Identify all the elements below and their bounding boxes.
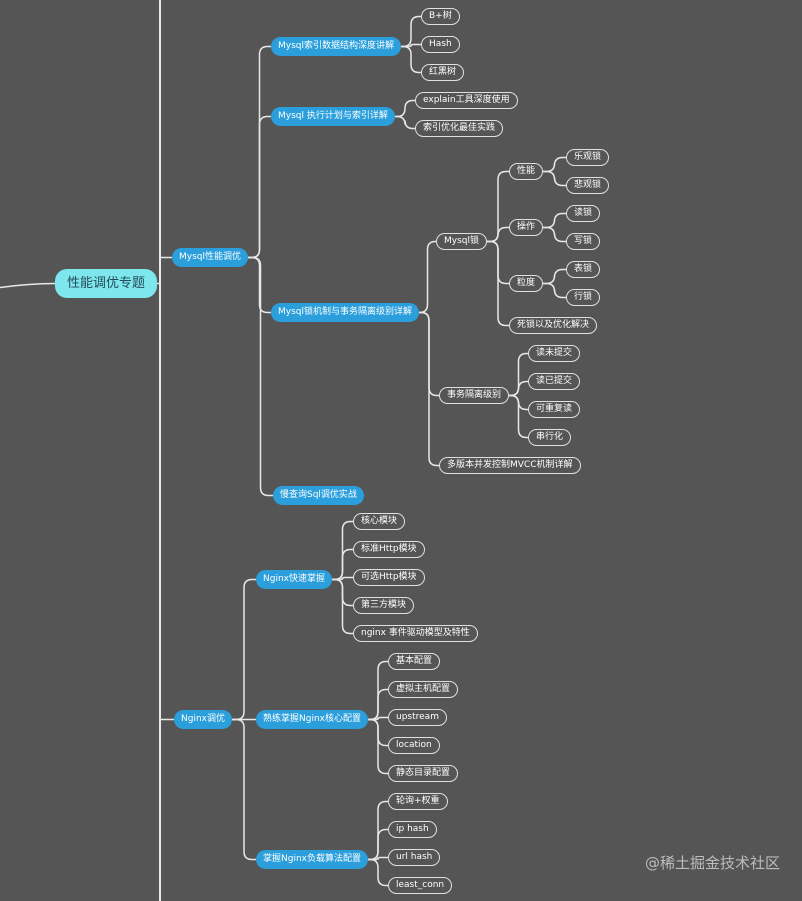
leaf-pessimistic-lock[interactable]: 悲观锁 <box>566 177 610 194</box>
leaf-optimistic-lock[interactable]: 乐观锁 <box>566 149 610 166</box>
leaf-explain-tool[interactable]: explain工具深度使用 <box>415 92 518 109</box>
mysql-tuning-node[interactable]: Mysql性能调优 <box>172 248 248 267</box>
connector-l-lb3 <box>368 858 388 887</box>
connector-l-c4 <box>368 718 388 775</box>
isolation-level-node[interactable]: 事务隔离级别 <box>439 387 510 404</box>
leaf-upstream[interactable]: upstream <box>388 709 447 726</box>
root-node[interactable]: 性能调优专题 <box>55 269 158 298</box>
mysql-explain-node[interactable]: Mysql 执行计划与索引详解 <box>271 107 395 126</box>
connector-l-gran0 <box>543 268 566 285</box>
leaf-hash[interactable]: Hash <box>421 36 460 53</box>
leaf-red-black-tree[interactable]: 红黑树 <box>421 64 465 81</box>
connector-l-exp0 <box>395 99 415 118</box>
leaf-row-lock[interactable]: 行锁 <box>566 289 601 306</box>
main-trunk-line <box>159 0 161 901</box>
connector-l-q2 <box>332 576 353 581</box>
leaf-read-uncommitted[interactable]: 读未提交 <box>528 345 581 362</box>
connector-l-perf1 <box>543 170 566 187</box>
connector-n-op <box>487 226 509 243</box>
leaf-standard-http-module[interactable]: 标准Http模块 <box>353 541 425 558</box>
leaf-least-conn[interactable]: least_conn <box>388 877 453 894</box>
leaf-basic-config[interactable]: 基本配置 <box>388 653 441 670</box>
leaf-third-party-module[interactable]: 第三方模块 <box>353 597 415 614</box>
leaf-virtual-host-config[interactable]: 虚拟主机配置 <box>388 681 459 698</box>
leaf-optional-http-module[interactable]: 可选Http模块 <box>353 569 425 586</box>
connector-n-quick <box>232 578 256 721</box>
leaf-deadlock[interactable]: 死锁以及优化解决 <box>509 317 598 334</box>
leaf-write-lock[interactable]: 写锁 <box>566 233 601 250</box>
lock-granularity-node[interactable]: 粒度 <box>509 275 544 292</box>
leaf-url-hash[interactable]: url hash <box>388 849 441 866</box>
connector-l-iso1 <box>509 380 528 397</box>
connector-l-q4 <box>332 578 353 635</box>
connector-l-op0 <box>543 212 566 229</box>
connector-l-c2 <box>368 716 388 721</box>
connector-n-slow <box>248 256 273 497</box>
nginx-lb-node[interactable]: 掌握Nginx负载算法配置 <box>256 850 368 869</box>
connector-n-lock <box>248 256 271 314</box>
connector-l-q1 <box>332 548 353 581</box>
leaf-ip-hash[interactable]: ip hash <box>388 821 437 838</box>
leaf-repeatable-read[interactable]: 可重复读 <box>528 401 581 418</box>
leaf-index-optimization[interactable]: 索引优化最佳实践 <box>415 120 504 137</box>
leaf-serializable[interactable]: 串行化 <box>528 429 572 446</box>
connector-l-idx0 <box>401 15 421 48</box>
mysql-index-node[interactable]: Mysql索引数据结构深度讲解 <box>271 37 401 56</box>
connector-l-idx1 <box>401 43 421 48</box>
leaf-event-driven-model[interactable]: nginx 事件驱动模型及特性 <box>353 625 478 642</box>
connector-n-mvcc <box>419 311 439 467</box>
mysql-lock-subnode[interactable]: Mysql锁 <box>436 233 487 250</box>
connector-n-explain <box>248 115 271 259</box>
slow-query-node[interactable]: 慢查询Sql调优实战 <box>273 486 364 505</box>
connector-root-incoming <box>0 282 56 289</box>
connector-n-perf <box>487 170 509 243</box>
connector-l-idx2 <box>401 45 421 74</box>
connector-l-lb2 <box>368 856 388 861</box>
leaf-location[interactable]: location <box>388 737 440 754</box>
connector-l-perf0 <box>543 156 566 173</box>
leaf-mvcc[interactable]: 多版本并发控制MVCC机制详解 <box>439 457 581 474</box>
connector-n-mysqllock <box>419 240 436 314</box>
mysql-lock-node[interactable]: Mysql锁机制与事务隔离级别详解 <box>271 303 419 322</box>
lock-performance-node[interactable]: 性能 <box>509 163 544 180</box>
watermark: @稀土掘金技术社区 <box>644 854 780 872</box>
connector-n-lb <box>232 718 256 861</box>
nginx-config-node[interactable]: 熟练掌握Nginx核心配置 <box>256 710 368 729</box>
connector-l-lb1 <box>368 828 388 861</box>
leaf-core-module[interactable]: 核心模块 <box>353 513 406 530</box>
connector-l-c1 <box>368 688 388 721</box>
leaf-static-dir-config[interactable]: 静态目录配置 <box>388 765 459 782</box>
leaf-round-robin-weight[interactable]: 轮询+权重 <box>388 793 448 810</box>
leaf-b-plus-tree[interactable]: B+树 <box>421 8 460 25</box>
lock-operation-node[interactable]: 操作 <box>509 219 544 236</box>
nginx-tuning-node[interactable]: Nginx调优 <box>174 710 232 729</box>
leaf-read-lock[interactable]: 读锁 <box>566 205 601 222</box>
connector-l-exp1 <box>395 115 415 130</box>
leaf-table-lock[interactable]: 表锁 <box>566 261 601 278</box>
nginx-quick-node[interactable]: Nginx快速掌握 <box>256 570 332 589</box>
connector-l-gran1 <box>543 282 566 299</box>
connector-n-dead <box>487 240 509 327</box>
connector-l-iso3 <box>509 394 528 439</box>
connector-l-op1 <box>543 226 566 243</box>
leaf-read-committed[interactable]: 读已提交 <box>528 373 581 390</box>
